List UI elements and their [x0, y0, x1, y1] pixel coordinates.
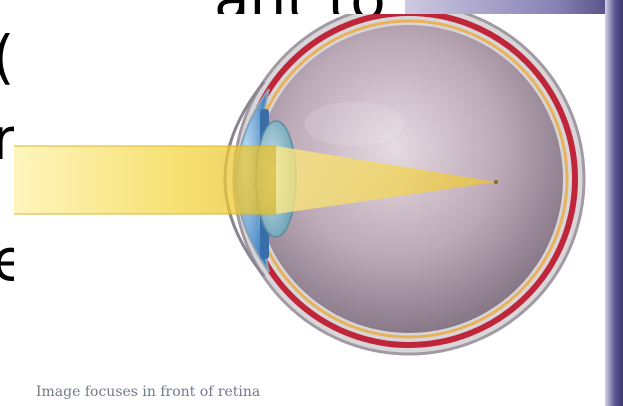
slide-text-line-2: ( — [0, 28, 15, 86]
focal-point — [494, 180, 498, 184]
eye-diagram — [14, 14, 605, 406]
figure-caption: Image focuses in front of retina — [36, 384, 260, 400]
eye-diagram-panel: Image focuses in front of retina — [14, 14, 605, 406]
slide-top-accent — [405, 0, 623, 14]
slide-side-accent-bar — [605, 0, 623, 406]
incoming-light-beam — [14, 146, 276, 214]
